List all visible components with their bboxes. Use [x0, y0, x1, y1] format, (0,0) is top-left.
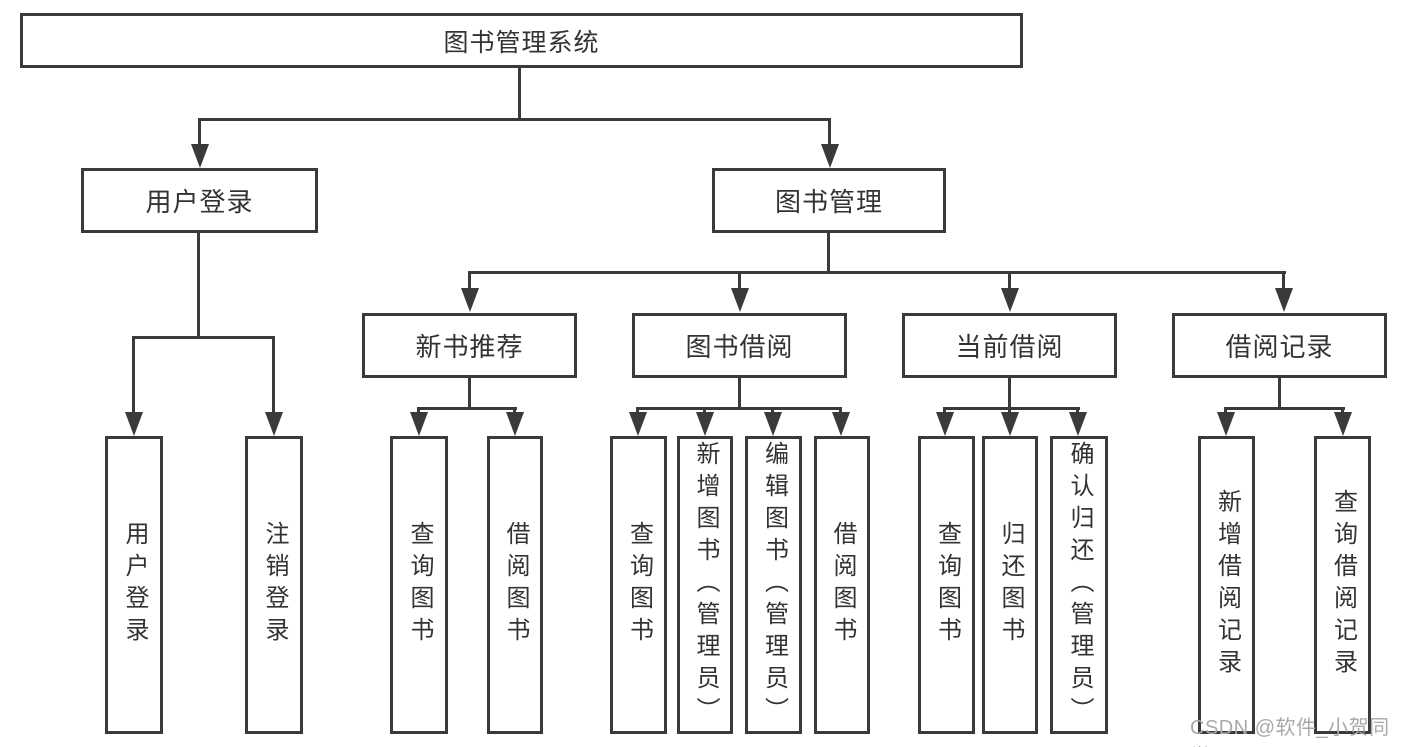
arrow-down-icon: [763, 410, 782, 436]
arrow-down-icon: [505, 410, 524, 436]
connector-book-borrowing-stem: [738, 378, 741, 410]
connector-borrowing-records-stem: [1278, 378, 1281, 410]
arrow-down-icon: [1000, 274, 1019, 312]
node-book-management: 图书管理: [712, 168, 946, 233]
node-label: 图书管理系统: [443, 28, 600, 57]
node-label: 注销登录: [261, 521, 288, 649]
leaf-query-borrow-record: 查询借阅记录: [1314, 436, 1371, 734]
arrow-down-icon: [730, 274, 749, 312]
arrow-down-icon: [831, 410, 850, 436]
node-library-management-system: 图书管理系统: [20, 13, 1023, 68]
connector-new-book-stem: [468, 378, 471, 410]
connector-book-management-bar: [468, 271, 1286, 274]
leaf-add-books-admin: 新增图书（管理员）: [677, 436, 733, 734]
node-label: 归还图书: [997, 521, 1024, 649]
node-label: 借阅图书: [502, 521, 529, 649]
node-label: 查询图书: [933, 521, 961, 649]
arrow-down-icon: [628, 410, 647, 436]
arrow-down-icon: [1333, 410, 1352, 436]
arrow-down-icon: [124, 339, 143, 436]
arrow-down-icon: [820, 121, 839, 168]
leaf-confirm-return-admin: 确认归还（管理员）: [1050, 436, 1108, 734]
arrow-down-icon: [695, 410, 714, 436]
node-book-borrowing: 图书借阅: [632, 313, 847, 378]
node-label: 查询图书: [406, 521, 433, 649]
node-label: 查询借阅记录: [1329, 489, 1357, 681]
node-label: 借阅图书: [829, 521, 856, 649]
leaf-add-borrow-record: 新增借阅记录: [1198, 436, 1255, 734]
arrow-down-icon: [935, 410, 954, 436]
leaf-edit-books-admin: 编辑图书（管理员）: [745, 436, 802, 734]
arrow-down-icon: [1274, 274, 1293, 312]
node-label: 用户登录: [121, 521, 148, 649]
leaf-return-books: 归还图书: [982, 436, 1038, 734]
leaf-borrow-books: 借阅图书: [814, 436, 870, 734]
connector-root-stem: [518, 68, 521, 118]
arrow-down-icon: [264, 339, 283, 436]
connector-new-book-bar: [417, 407, 517, 410]
connector-book-management-stem: [827, 233, 830, 274]
node-label: 编辑图书（管理员）: [760, 441, 788, 729]
connector-current-borrowing-bar: [943, 407, 1080, 410]
leaf-borrow-books-recommend: 借阅图书: [487, 436, 543, 734]
node-new-book-recommendation: 新书推荐: [362, 313, 577, 378]
connector-borrowing-records-bar: [1224, 407, 1345, 410]
leaf-user-login: 用户登录: [105, 436, 163, 734]
node-label: 新书推荐: [415, 332, 524, 362]
arrow-down-icon: [460, 274, 479, 312]
connector-current-borrowing-stem: [1008, 378, 1011, 410]
node-label: 确认归还（管理员）: [1066, 441, 1093, 729]
connector-root-bar: [198, 118, 831, 121]
node-label: 新增图书（管理员）: [692, 441, 719, 729]
arrow-down-icon: [1216, 410, 1235, 436]
node-current-borrowing: 当前借阅: [902, 313, 1117, 378]
arrow-down-icon: [409, 410, 428, 436]
node-label: 当前借阅: [955, 332, 1064, 362]
leaf-query-books-current: 查询图书: [918, 436, 975, 734]
csdn-watermark: CSDN @软件_小贺同学: [1190, 717, 1390, 747]
arrow-down-icon: [1000, 410, 1019, 436]
connector-user-login-stem: [197, 233, 200, 339]
leaf-query-books-borrowing: 查询图书: [610, 436, 667, 734]
connector-book-borrowing-bar: [636, 407, 842, 410]
node-label: 图书管理: [774, 187, 883, 217]
node-user-login: 用户登录: [81, 168, 318, 233]
node-label: 新增借阅记录: [1213, 489, 1241, 681]
node-label: 查询图书: [625, 521, 653, 649]
node-label: 图书借阅: [685, 332, 794, 362]
leaf-query-books-recommend: 查询图书: [390, 436, 448, 734]
node-borrowing-records: 借阅记录: [1172, 313, 1387, 378]
arrow-down-icon: [1068, 410, 1087, 436]
leaf-logout: 注销登录: [245, 436, 303, 734]
arrow-down-icon: [190, 121, 209, 168]
node-label: 用户登录: [145, 187, 254, 217]
node-label: 借阅记录: [1225, 332, 1334, 362]
connector-user-login-bar: [132, 336, 275, 339]
